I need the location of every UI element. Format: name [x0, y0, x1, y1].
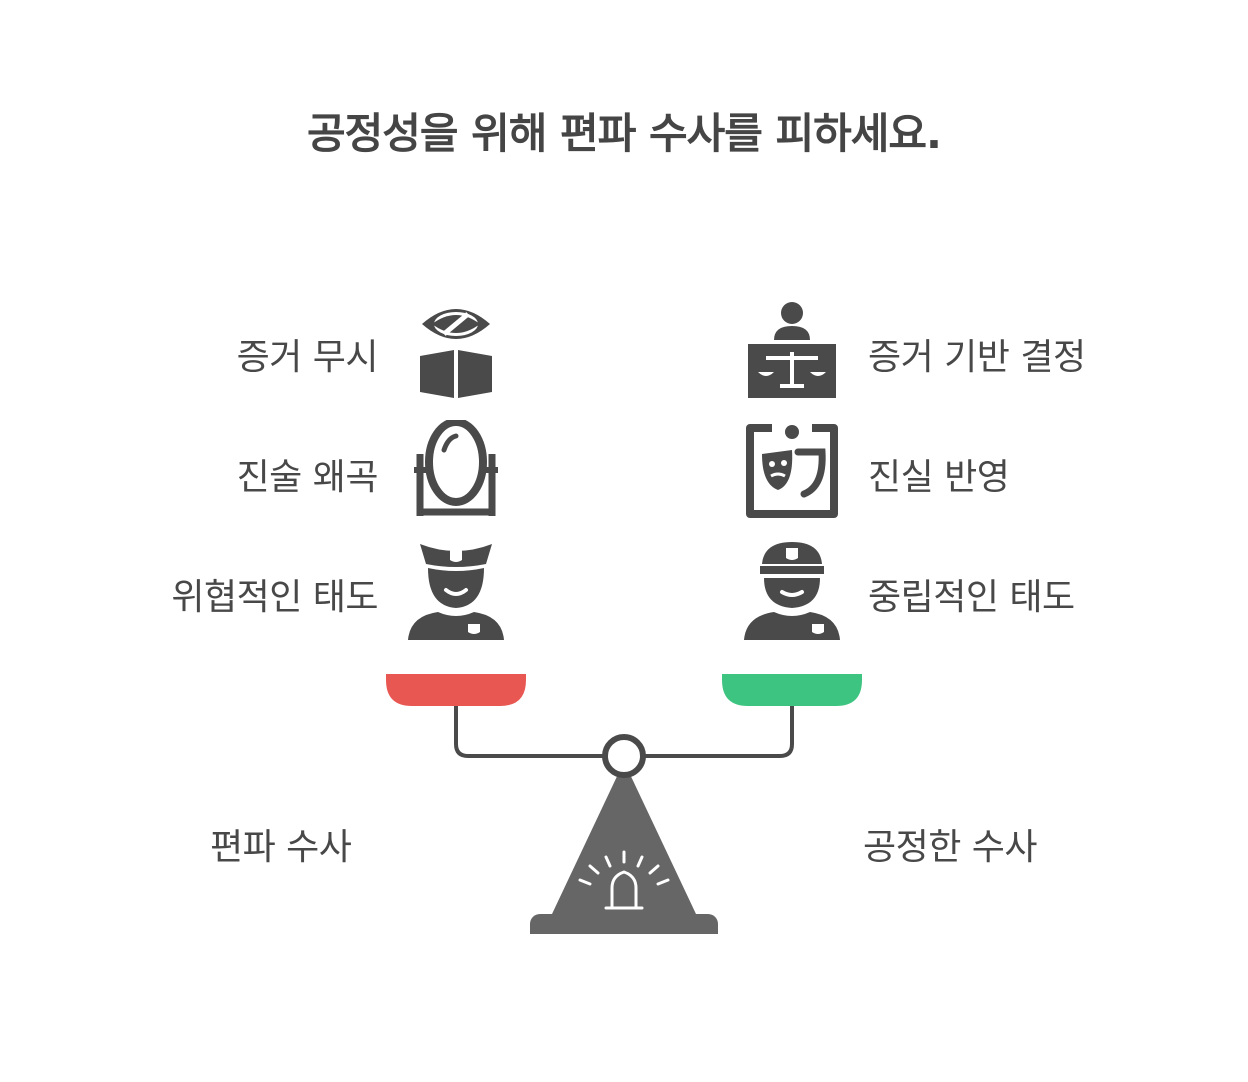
label-evidence-based-decision: 증거 기반 결정 — [868, 337, 1086, 378]
label-biased-investigation: 편파 수사 — [210, 827, 352, 868]
pivot — [602, 734, 646, 778]
scale-stand — [552, 770, 696, 914]
right-arm — [644, 706, 794, 758]
label-neutral-attitude: 중립적인 태도 — [868, 577, 1075, 618]
left-pan — [386, 674, 526, 706]
police-officer-icon — [408, 544, 504, 640]
label-ignore-evidence: 증거 무시 — [236, 337, 379, 378]
label-distort-statement: 진술 왜곡 — [236, 457, 379, 498]
eye-slash-box-icon — [420, 309, 492, 398]
distorted-mirror-icon — [414, 420, 498, 516]
page-title: 공정성을 위해 편파 수사를 피하세요. — [306, 109, 942, 158]
alarm-light-icon — [578, 850, 670, 910]
neutral-officer-icon — [744, 542, 840, 640]
judge-scales-icon — [748, 302, 836, 398]
mask-frame-icon — [746, 424, 838, 518]
label-fair-investigation: 공정한 수사 — [863, 827, 1038, 868]
label-reflect-truth: 진실 반영 — [868, 457, 1010, 498]
label-threatening-attitude: 위협적인 태도 — [171, 577, 378, 618]
right-pan — [722, 674, 862, 706]
left-arm — [454, 706, 604, 758]
